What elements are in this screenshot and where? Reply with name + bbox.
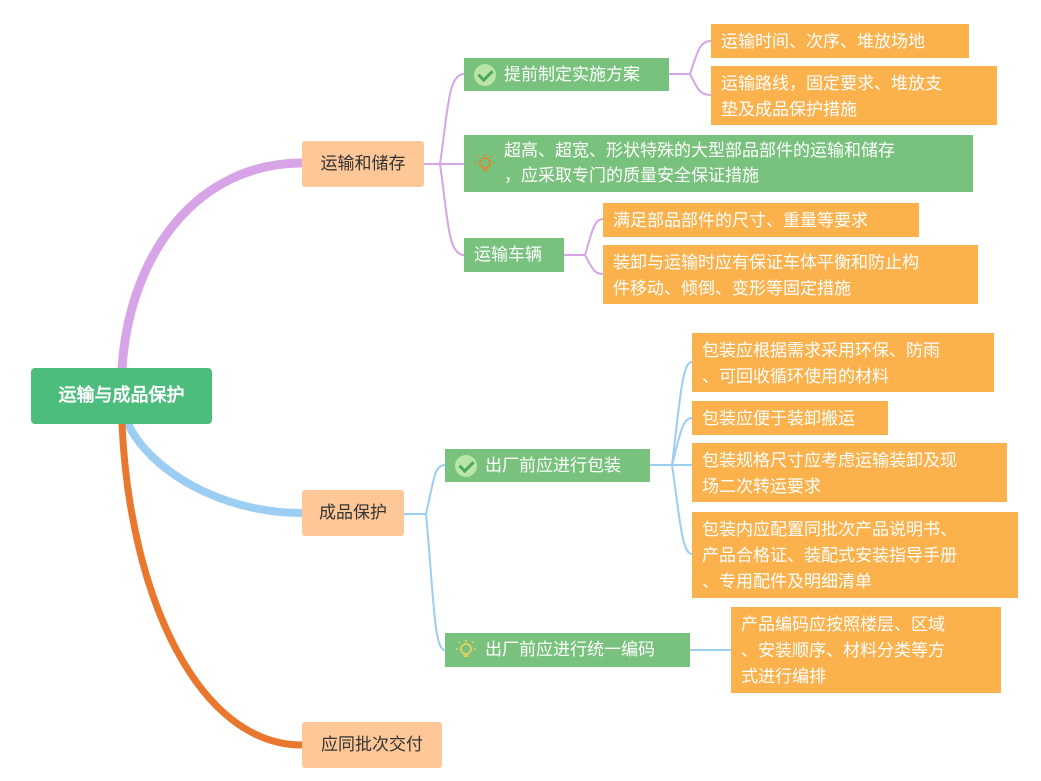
link-transport-plan xyxy=(439,73,465,165)
lightbulb-icon xyxy=(474,153,496,175)
leaf-line: 式进行编排 xyxy=(741,667,826,687)
leaf-transport-time[interactable]: 运输时间、次序、堆放场地 xyxy=(711,24,969,58)
branch-label: 成品保护 xyxy=(319,503,387,523)
link-root-transport xyxy=(117,158,307,373)
check-icon xyxy=(455,454,477,477)
leaf-line: 包装规格尺寸应考虑运输装卸及现 xyxy=(702,451,957,471)
leaf-line: 场二次转运要求 xyxy=(702,477,821,497)
topic-line: 超高、超宽、形状特殊的大型部品部件的运输和储存 xyxy=(504,140,895,161)
leaf-line: 包装应根据需求采用环保、防雨 xyxy=(702,341,940,361)
topic-label: 运输车辆 xyxy=(474,245,542,265)
link-package-leaf2 xyxy=(671,417,693,466)
leaf-line: 运输路线，固定要求、堆放支 xyxy=(721,74,942,94)
topic-plan-in-advance[interactable]: 提前制定实施方案 xyxy=(464,58,669,91)
leaf-line: 装卸与运输时应有保证车体平衡和防止构 xyxy=(613,253,919,273)
topic-transport-vehicle[interactable]: 运输车辆 xyxy=(464,238,564,272)
branch-transport-storage[interactable]: 运输和储存 xyxy=(302,141,424,187)
leaf-package-documents[interactable]: 包装内应配置同批次产品说明书、 产品合格证、装配式安装指导手册 、专用配件及明细… xyxy=(692,512,1018,598)
leaf-line: 件移动、倾倒、变形等固定措施 xyxy=(613,279,851,299)
link-vehicle-leaf1 xyxy=(584,218,604,256)
link-protection-code xyxy=(425,513,446,651)
link-protection-package xyxy=(425,464,446,515)
leaf-text: 包装应便于装卸搬运 xyxy=(702,409,855,429)
lightbulb-icon xyxy=(455,639,477,661)
branch-label: 运输和储存 xyxy=(320,154,406,174)
branch-label: 应同批次交付 xyxy=(321,735,423,755)
topic-label: 提前制定实施方案 xyxy=(504,64,640,85)
check-icon xyxy=(474,63,496,86)
leaf-line: 、安装顺序、材料分类等方 xyxy=(741,641,945,661)
leaf-text: 满足部品部件的尺寸、重量等要求 xyxy=(613,211,868,231)
link-plan-leaf2 xyxy=(689,73,712,96)
topic-unified-coding[interactable]: 出厂前应进行统一编码 xyxy=(445,633,690,667)
leaf-vehicle-size[interactable]: 满足部品部件的尺寸、重量等要求 xyxy=(603,203,919,237)
leaf-text: 运输时间、次序、堆放场地 xyxy=(721,32,925,52)
topic-text: 超高、超宽、形状特殊的大型部品部件的运输和储存 ，应采取专门的质量安全保证措施 xyxy=(504,139,895,189)
link-package-leaf4 xyxy=(671,464,693,555)
link-transport-vehicle xyxy=(439,163,465,256)
leaf-coding-rule[interactable]: 产品编码应按照楼层、区域 、安装顺序、材料分类等方 式进行编排 xyxy=(731,607,1001,693)
leaf-line: 产品编码应按照楼层、区域 xyxy=(741,615,945,635)
link-root-protection xyxy=(124,420,306,517)
link-vehicle-leaf2 xyxy=(584,254,604,275)
topic-label: 出厂前应进行统一编码 xyxy=(485,640,655,660)
leaf-vehicle-fixing[interactable]: 装卸与运输时应有保证车体平衡和防止构 件移动、倾倒、变形等固定措施 xyxy=(603,245,978,304)
topic-oversize-components[interactable]: 超高、超宽、形状特殊的大型部品部件的运输和储存 ，应采取专门的质量安全保证措施 xyxy=(464,135,973,192)
root-label: 运输与成品保护 xyxy=(58,385,185,406)
branch-batch-delivery[interactable]: 应同批次交付 xyxy=(302,722,442,768)
leaf-line: 、专用配件及明细清单 xyxy=(702,572,872,592)
leaf-line: 包装内应配置同批次产品说明书、 xyxy=(702,520,957,540)
root-node[interactable]: 运输与成品保护 xyxy=(31,368,212,424)
link-plan-leaf1 xyxy=(689,40,712,75)
branch-product-protection[interactable]: 成品保护 xyxy=(302,490,404,536)
leaf-line: 、可回收循环使用的材料 xyxy=(702,367,889,387)
leaf-transport-route[interactable]: 运输路线，固定要求、堆放支 垫及成品保护措施 xyxy=(711,66,997,125)
topic-label: 出厂前应进行包装 xyxy=(485,455,621,476)
leaf-package-materials[interactable]: 包装应根据需求采用环保、防雨 、可回收循环使用的材料 xyxy=(692,333,994,392)
leaf-package-handling[interactable]: 包装应便于装卸搬运 xyxy=(692,401,888,435)
leaf-line: 产品合格证、装配式安装指导手册 xyxy=(702,546,957,566)
link-package-leaf1 xyxy=(671,361,693,466)
leaf-package-size[interactable]: 包装规格尺寸应考虑运输装卸及现 场二次转运要求 xyxy=(692,443,1007,502)
leaf-line: 垫及成品保护措施 xyxy=(721,100,857,120)
link-root-delivery xyxy=(118,420,306,749)
topic-line: ，应采取专门的质量安全保证措施 xyxy=(504,165,759,186)
topic-packaging[interactable]: 出厂前应进行包装 xyxy=(445,449,650,482)
